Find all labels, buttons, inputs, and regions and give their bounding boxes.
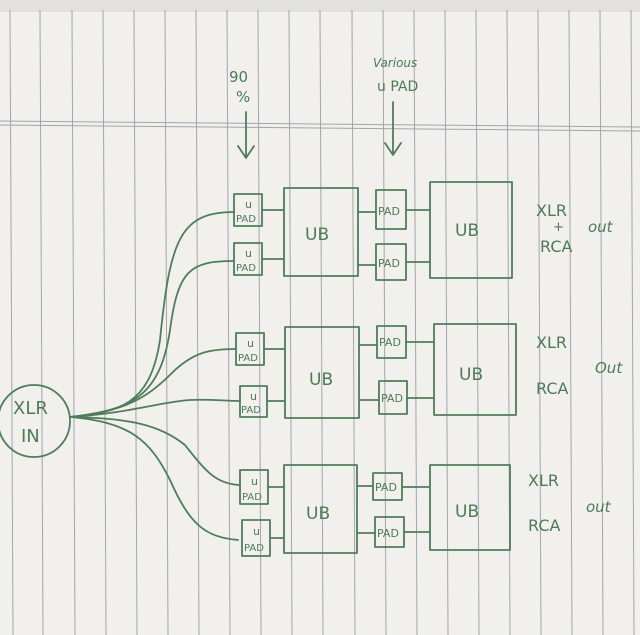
output-label-rca: RCA [528,516,560,535]
annotation-text: Various [373,56,417,70]
ruled-line [71,9,76,635]
annotation-text: u PAD [377,79,418,95]
upad-label: u [250,390,257,403]
ruled-line [133,9,138,635]
upad-label: PAD [238,353,258,364]
ruled-line [9,9,14,635]
annotation-90-percent: 90 % [229,68,255,159]
ub-label: UB [309,370,333,390]
ruled-line [351,9,356,635]
ruled-line [568,9,573,635]
wire [69,416,239,541]
ruled-line [39,9,44,635]
ub-label: UB [305,225,329,245]
wire [69,416,241,486]
upad-label: u [247,337,254,350]
pad-label: PAD [375,481,397,494]
upad-label: u [251,475,258,488]
ruled-line [630,9,635,635]
output-label-out: out [588,218,614,236]
output-label-out: out [586,498,612,516]
upad-label: PAD [236,263,256,274]
ub-label: UB [459,365,483,385]
annotation-text: % [236,88,250,106]
ub-box [283,187,359,277]
ruled-line [475,9,480,635]
wire [356,485,376,534]
margin-line [0,124,640,132]
ruled-line [382,9,387,635]
upad-label: PAD [236,214,256,225]
ub-box [429,464,511,551]
ruled-line [319,9,324,635]
ruled-line [288,9,293,635]
xlr-in-label: XLR [13,398,48,419]
chain-row-1: u PAD u PAD UB PAD PAD UB XLR + RCA out [233,181,614,281]
annotation-various-upad: Various u PAD [373,56,418,156]
xlr-input: XLR IN [0,384,71,458]
output-label-rca: RCA [540,237,572,256]
pad-label: PAD [377,527,399,540]
ub-label: UB [306,504,330,524]
output-label-xlr: XLR [528,471,559,490]
ub-label: UB [455,502,479,522]
ruled-line [257,9,262,635]
output-label-plus: + [553,220,564,235]
wire [401,486,431,533]
ruled-line [537,9,542,635]
pad-label: PAD [381,392,403,405]
ub-box [433,323,517,416]
ruled-line [195,9,200,635]
annotation-text: 90 [229,68,248,86]
wire [405,341,435,399]
ruled-line [413,9,418,635]
pad-label: PAD [378,257,400,270]
output-label-out: Out [595,359,623,377]
chain-row-3: u PAD u PAD UB PAD PAD UB XLR RCA out [239,464,612,557]
ub-box [283,464,358,554]
upad-label: PAD [241,405,261,416]
upad-label: u [245,247,252,260]
margin-line [0,120,640,128]
ruled-line [599,9,604,635]
wire [267,486,285,539]
wire [261,209,285,260]
upad-label: PAD [242,492,262,503]
ruled-line [102,9,107,635]
upad-label: u [253,525,260,538]
wire [69,348,237,418]
ub-box [429,181,513,279]
down-arrow-icon [384,101,402,156]
wire [358,344,380,401]
upad-label: PAD [244,543,264,554]
pad-label: PAD [378,205,400,218]
output-label-xlr: XLR [536,201,567,220]
ruled-line [444,9,449,635]
pad-label: PAD [379,336,401,349]
output-label-xlr: XLR [536,333,567,352]
ruled-line [164,9,169,635]
output-label-rca: RCA [536,379,568,398]
down-arrow-icon [237,111,255,159]
xlr-in-label: IN [21,426,40,447]
wire [357,211,377,266]
ruled-line [226,9,231,635]
wire [405,209,431,263]
input-wires [69,211,241,541]
ruled-lines [9,9,635,635]
wire [69,398,241,418]
wire [263,348,286,402]
chain-row-2: u PAD u PAD UB PAD PAD UB XLR RCA Out [235,323,623,419]
upad-label: u [245,198,252,211]
xlr-in-circle [0,384,71,458]
ub-label: UB [455,221,479,241]
ub-box [284,326,360,419]
